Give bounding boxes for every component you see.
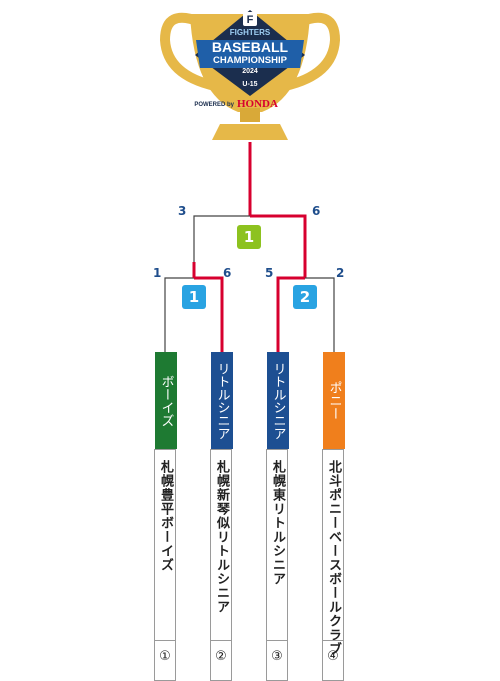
logo-category: U-15: [242, 81, 257, 88]
svg-text:F: F: [247, 14, 254, 26]
team-card: 札幌豊平ボーイズ ①: [154, 449, 176, 681]
seed-number: ①: [159, 649, 171, 664]
trophy-stem: [240, 108, 260, 122]
f-icon: [243, 12, 257, 26]
team-name: 札幌豊平ボーイズ: [158, 460, 173, 572]
seed-divider: [323, 640, 343, 641]
trophy-base: [212, 124, 288, 140]
team-card: 札幌新琴似リトルシニア ②: [210, 449, 232, 681]
seed-divider: [267, 640, 287, 641]
seed-divider: [155, 640, 175, 641]
powered-by-label: POWERED by: [194, 102, 234, 108]
seed-number: ④: [327, 649, 339, 664]
league-badge: ポニー: [323, 352, 345, 449]
final-game-badge: 1: [237, 225, 261, 249]
team-card: 北斗ポニーベースボールクラブ ④: [322, 449, 344, 681]
sponsor-logo: HONDA: [237, 98, 278, 110]
semi2-left-score: 5: [265, 266, 274, 280]
team-card: 札幌東リトルシニア ③: [266, 449, 288, 681]
final-left-score: 3: [178, 204, 187, 218]
final-right-score: 6: [312, 204, 321, 218]
semi1-right-line: [194, 276, 224, 352]
logo-line2: CHAMPIONSHIP: [213, 55, 288, 66]
semi2-right-score: 2: [336, 266, 345, 280]
final-right-line: [250, 214, 307, 278]
semi1-game-badge: 1: [182, 285, 206, 309]
semi1-left-score: 1: [153, 266, 162, 280]
trophy-left-handle: [159, 12, 220, 91]
logo-year: 2024: [242, 68, 258, 75]
league-badge: リトルシニア: [211, 352, 233, 449]
seed-number: ③: [271, 649, 283, 664]
seed-divider: [211, 640, 231, 641]
final-left-line: [193, 215, 250, 278]
team-name: 札幌新琴似リトルシニア: [214, 460, 229, 614]
logo-line1: BASEBALL: [212, 39, 289, 55]
semi1-right-score: 6: [223, 266, 232, 280]
team-name: 北斗ポニーベースボールクラブ: [326, 460, 341, 656]
team-name: 札幌東リトルシニア: [270, 460, 285, 586]
semi2-game-badge: 2: [293, 285, 317, 309]
seed-number: ②: [215, 649, 227, 664]
semi2-right-line: [305, 277, 335, 352]
trophy-logo: F FIGHTERS BASEBALL CHAMPIONSHIP 2024 U-…: [159, 10, 341, 140]
logo-brand: FIGHTERS: [230, 28, 271, 37]
semi1-left-line: [164, 277, 194, 352]
semi2-left-line: [276, 276, 305, 352]
trophy-right-handle: [280, 12, 341, 91]
league-badge: ボーイズ: [155, 352, 177, 449]
league-badge: リトルシニア: [267, 352, 289, 449]
